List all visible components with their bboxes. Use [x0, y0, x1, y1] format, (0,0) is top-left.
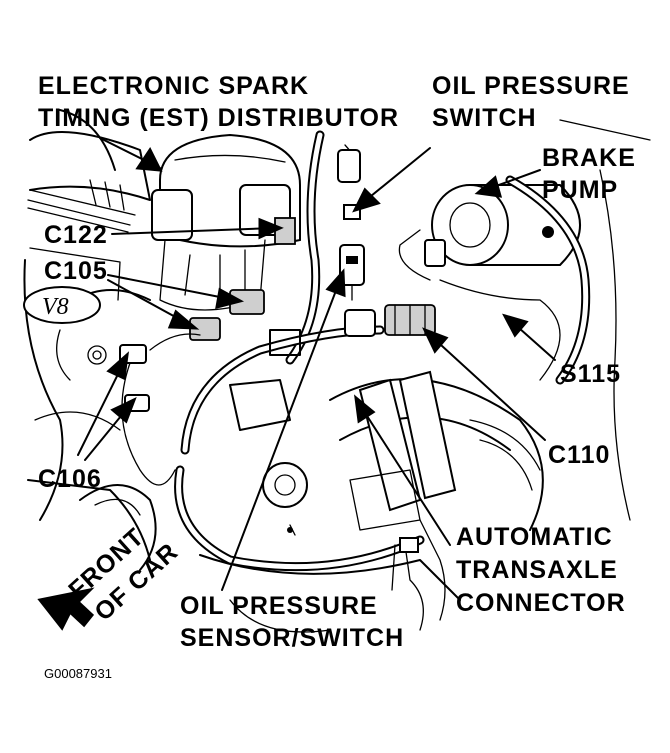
- c106-label: C106: [38, 465, 102, 493]
- oil-sensor-label-line1: OIL PRESSURE: [180, 592, 378, 620]
- engine-drawing: V8: [23, 109, 651, 633]
- c105-label: C105: [44, 257, 108, 285]
- c110-label: C110: [548, 441, 610, 469]
- oil-switch-label-line1: OIL PRESSURE: [432, 72, 630, 100]
- s115-label: S115: [560, 360, 621, 388]
- brake-pump-label-line2: PUMP: [542, 176, 618, 204]
- transaxle-label-line3: CONNECTOR: [456, 589, 626, 617]
- distributor-label-line2: TIMING (EST) DISTRIBUTOR: [38, 104, 399, 132]
- brake-pump-label-line1: BRAKE: [542, 144, 636, 172]
- front-of-car-arrow: [37, 587, 95, 631]
- engine-badge: V8: [42, 294, 69, 320]
- v8-emblem: [23, 286, 101, 324]
- callout-leaders: [37, 137, 556, 631]
- c122-connector: [274, 217, 296, 245]
- transaxle-label-line1: AUTOMATIC: [456, 523, 613, 551]
- labels: ELECTRONIC SPARK TIMING (EST) DISTRIBUTO…: [38, 72, 636, 681]
- c122-label: C122: [44, 221, 108, 249]
- figure-id: G00087931: [44, 666, 112, 681]
- oil-sensor-label-line2: SENSOR/SWITCH: [180, 624, 404, 652]
- oil-switch-label-line2: SWITCH: [432, 104, 537, 132]
- distributor-label-line1: ELECTRONIC SPARK: [38, 72, 309, 100]
- transaxle-label-line2: TRANSAXLE: [456, 556, 618, 584]
